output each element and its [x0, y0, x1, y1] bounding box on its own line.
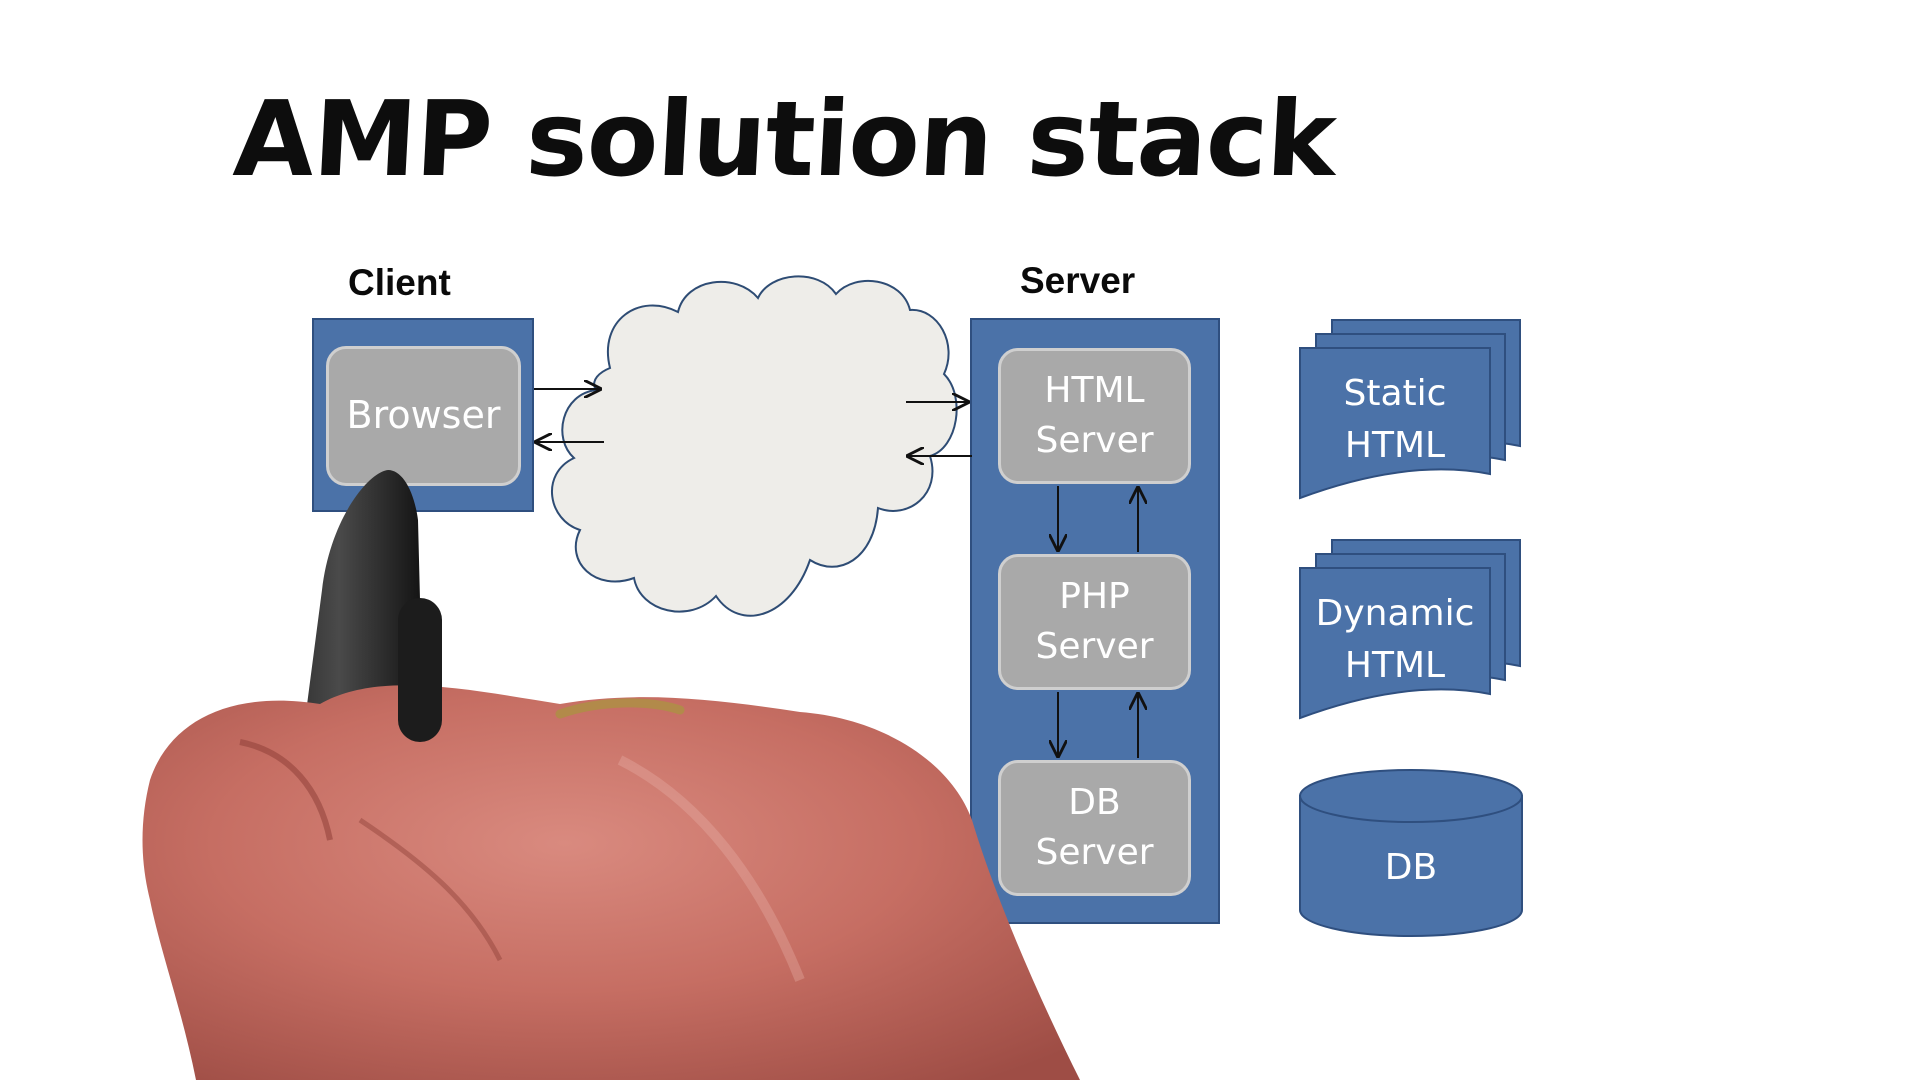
db-server-box: DB Server: [998, 760, 1191, 896]
static-html-doc-stack: [1299, 319, 1521, 500]
browser-box: Browser: [326, 346, 521, 486]
html-server-box: HTML Server: [998, 348, 1191, 484]
dynamic-html-doc-stack: [1299, 539, 1521, 720]
static-html-line1: Static: [1343, 373, 1447, 414]
dynamic-html-label: Dynamic HTML: [1300, 588, 1490, 692]
internet-cloud: [550, 275, 958, 617]
html-server-line2: Server: [1035, 420, 1154, 461]
php-server-box: PHP Server: [998, 554, 1191, 690]
db-server-line2: Server: [1035, 832, 1154, 873]
client-label: Client: [348, 262, 451, 303]
database-cylinder-icon: [1299, 769, 1523, 937]
db-server-line1: DB: [1068, 781, 1121, 823]
static-html-line2: HTML: [1344, 425, 1446, 467]
server-label: Server: [1020, 260, 1136, 301]
db-label: DB: [1384, 847, 1438, 888]
html-server-line1: HTML: [1044, 369, 1145, 411]
php-server-line1: PHP: [1059, 575, 1130, 617]
php-server-line2: Server: [1035, 626, 1154, 667]
dynamic-html-line1: Dynamic: [1315, 593, 1475, 634]
browser-label: Browser: [346, 393, 501, 438]
dynamic-html-line2: HTML: [1344, 645, 1446, 687]
static-html-label: Static HTML: [1300, 368, 1490, 472]
presenter-hand-with-pen: [142, 470, 1080, 1080]
